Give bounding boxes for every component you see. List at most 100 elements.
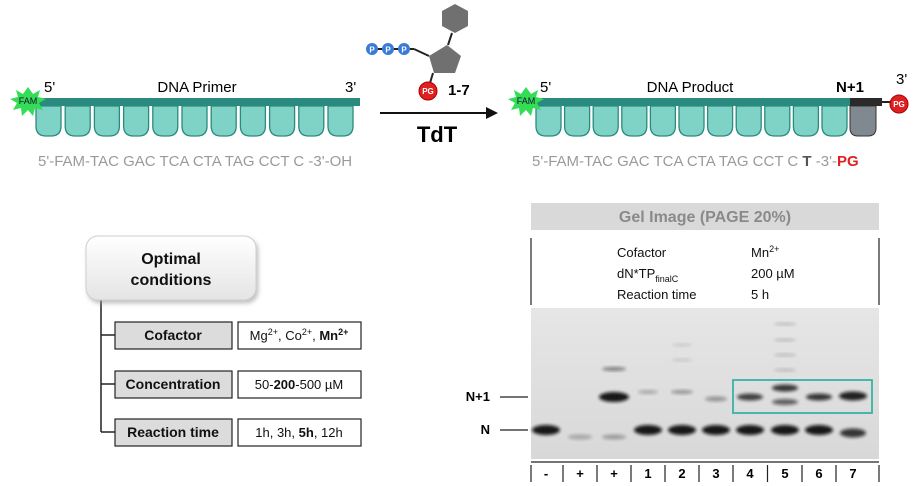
nucleotide-unit [706, 105, 734, 137]
dna-primer: FAM 5' 3' DNA Primer 5'-FAM-TAC GAC TCA … [10, 79, 360, 170]
product-five-prime: 5' [540, 79, 551, 96]
nucleotide-unit [122, 105, 150, 137]
primer-five-prime: 5' [44, 79, 55, 96]
conditions-title-line1: Optimal [141, 251, 201, 268]
gel-dntp-label: dN*TPfinalC [617, 266, 679, 284]
nucleotide-pg-label: PG [422, 87, 434, 96]
product-nucleotide-units [535, 105, 848, 137]
nucleotide-unit [152, 105, 179, 137]
gel-band [774, 338, 796, 342]
gel-band [672, 358, 692, 362]
added-backbone [850, 98, 882, 106]
enzyme-label: TdT [417, 122, 458, 147]
primer-fam-star [10, 87, 46, 116]
product-fam-star [508, 87, 544, 116]
sugar-pentagon-icon [429, 45, 461, 73]
lane-label: 1 [644, 466, 651, 481]
gel-band [772, 399, 798, 405]
nucleotide-unit [327, 105, 354, 137]
gel-band [672, 343, 692, 347]
gel-band [774, 368, 796, 372]
lane-label: 3 [712, 466, 719, 481]
gel-band [668, 425, 696, 435]
lane-label: - [544, 466, 548, 481]
nucleotide-pg-icon [418, 81, 438, 101]
product-pg-label: PG [893, 100, 905, 109]
product-pg-icon [889, 94, 909, 114]
nucleotide-unit [735, 105, 762, 137]
gel-band [840, 428, 866, 438]
product-three-prime: 3' [896, 71, 907, 88]
gel-band [602, 434, 626, 440]
gel-cofactor-value: Mn2+ [751, 244, 779, 260]
nucleotide-unit [764, 105, 791, 137]
gel-band [771, 425, 799, 435]
base-hexagon-icon [442, 4, 468, 33]
reaction-time-label-box [114, 418, 233, 447]
lane-label: 4 [746, 466, 754, 481]
triphosphate-icon: P P P [366, 43, 414, 55]
primer-title: DNA Primer [157, 79, 236, 96]
gel-band [638, 390, 658, 394]
nucleotide-unit [592, 105, 619, 137]
primer-backbone [30, 98, 360, 106]
gel-band [602, 367, 626, 371]
nucleotide-unit [93, 105, 121, 137]
nucleotide-unit [181, 105, 208, 137]
cofactor-label: Cofactor [144, 327, 202, 343]
nucleotide-unit [210, 105, 237, 137]
modified-nucleotide: P P P PG 1-7 [366, 4, 470, 101]
gel-title-bar [531, 203, 879, 230]
product-sequence: 5'-FAM-TAC GAC TCA CTA TAG CCT C T -3'-P… [532, 153, 859, 170]
band-label-n-plus-1: N+1 [466, 389, 490, 404]
primer-sequence: 5'-FAM-TAC GAC TCA CTA TAG CCT C -3'-OH [38, 153, 352, 170]
reaction-time-value-box [237, 418, 362, 447]
concentration-value-box [237, 370, 362, 399]
gel-band [599, 392, 629, 402]
gel-title: Gel Image (PAGE 20%) [619, 209, 791, 226]
nucleotide-unit [239, 105, 267, 137]
n-plus-1-label: N+1 [836, 79, 864, 96]
gel-time-value: 5 h [751, 287, 769, 302]
gel-time-label: Reaction time [617, 287, 696, 302]
added-nucleotide-unit [849, 105, 877, 137]
concentration-label-box [114, 370, 233, 399]
nucleotide-unit [64, 105, 91, 137]
nucleotide-unit [563, 105, 591, 137]
gel-band [805, 425, 833, 435]
compound-range-label: 1-7 [448, 82, 470, 99]
reaction-time-label: Reaction time [127, 424, 219, 440]
product-title: DNA Product [647, 79, 735, 96]
gel-band [705, 396, 727, 402]
gel-band [568, 434, 592, 440]
primer-three-prime: 3' [345, 79, 356, 96]
band-label-n: N [481, 422, 490, 437]
nucleotide-unit [535, 105, 562, 137]
gel-band [839, 391, 867, 401]
gel-cofactor-label: Cofactor [617, 245, 667, 260]
lane-label: 2 [678, 466, 685, 481]
nucleotide-unit [298, 105, 325, 137]
concentration-value: 50-200-500 µM [255, 377, 343, 392]
conditions-title-box [85, 235, 257, 301]
product-fam-label: FAM [517, 96, 536, 106]
dna-product: PG FAM 5' 3' DNA Product N+1 5'-FAM-TAC … [508, 71, 909, 170]
phosphate-3-label: P [401, 46, 407, 55]
gel-band [736, 425, 764, 435]
phosphate-2-label: P [385, 46, 391, 55]
gel-dntp-value: 200 µM [751, 266, 795, 281]
gel-band [806, 393, 832, 401]
conditions-title-line2: conditions [131, 272, 212, 289]
cofactor-value-box [237, 321, 362, 350]
nucleotide-unit [35, 105, 62, 137]
nucleotide-unit [678, 105, 705, 137]
nucleotide-unit [792, 105, 820, 137]
lane-label: 7 [849, 466, 856, 481]
cofactor-value: Mg2+, Co2+, Mn2+ [250, 327, 349, 343]
nucleotide-unit [649, 105, 677, 137]
nucleotide-unit [268, 105, 296, 137]
nucleotide-unit [821, 105, 848, 137]
product-backbone [528, 98, 882, 106]
gel-band [634, 425, 662, 435]
